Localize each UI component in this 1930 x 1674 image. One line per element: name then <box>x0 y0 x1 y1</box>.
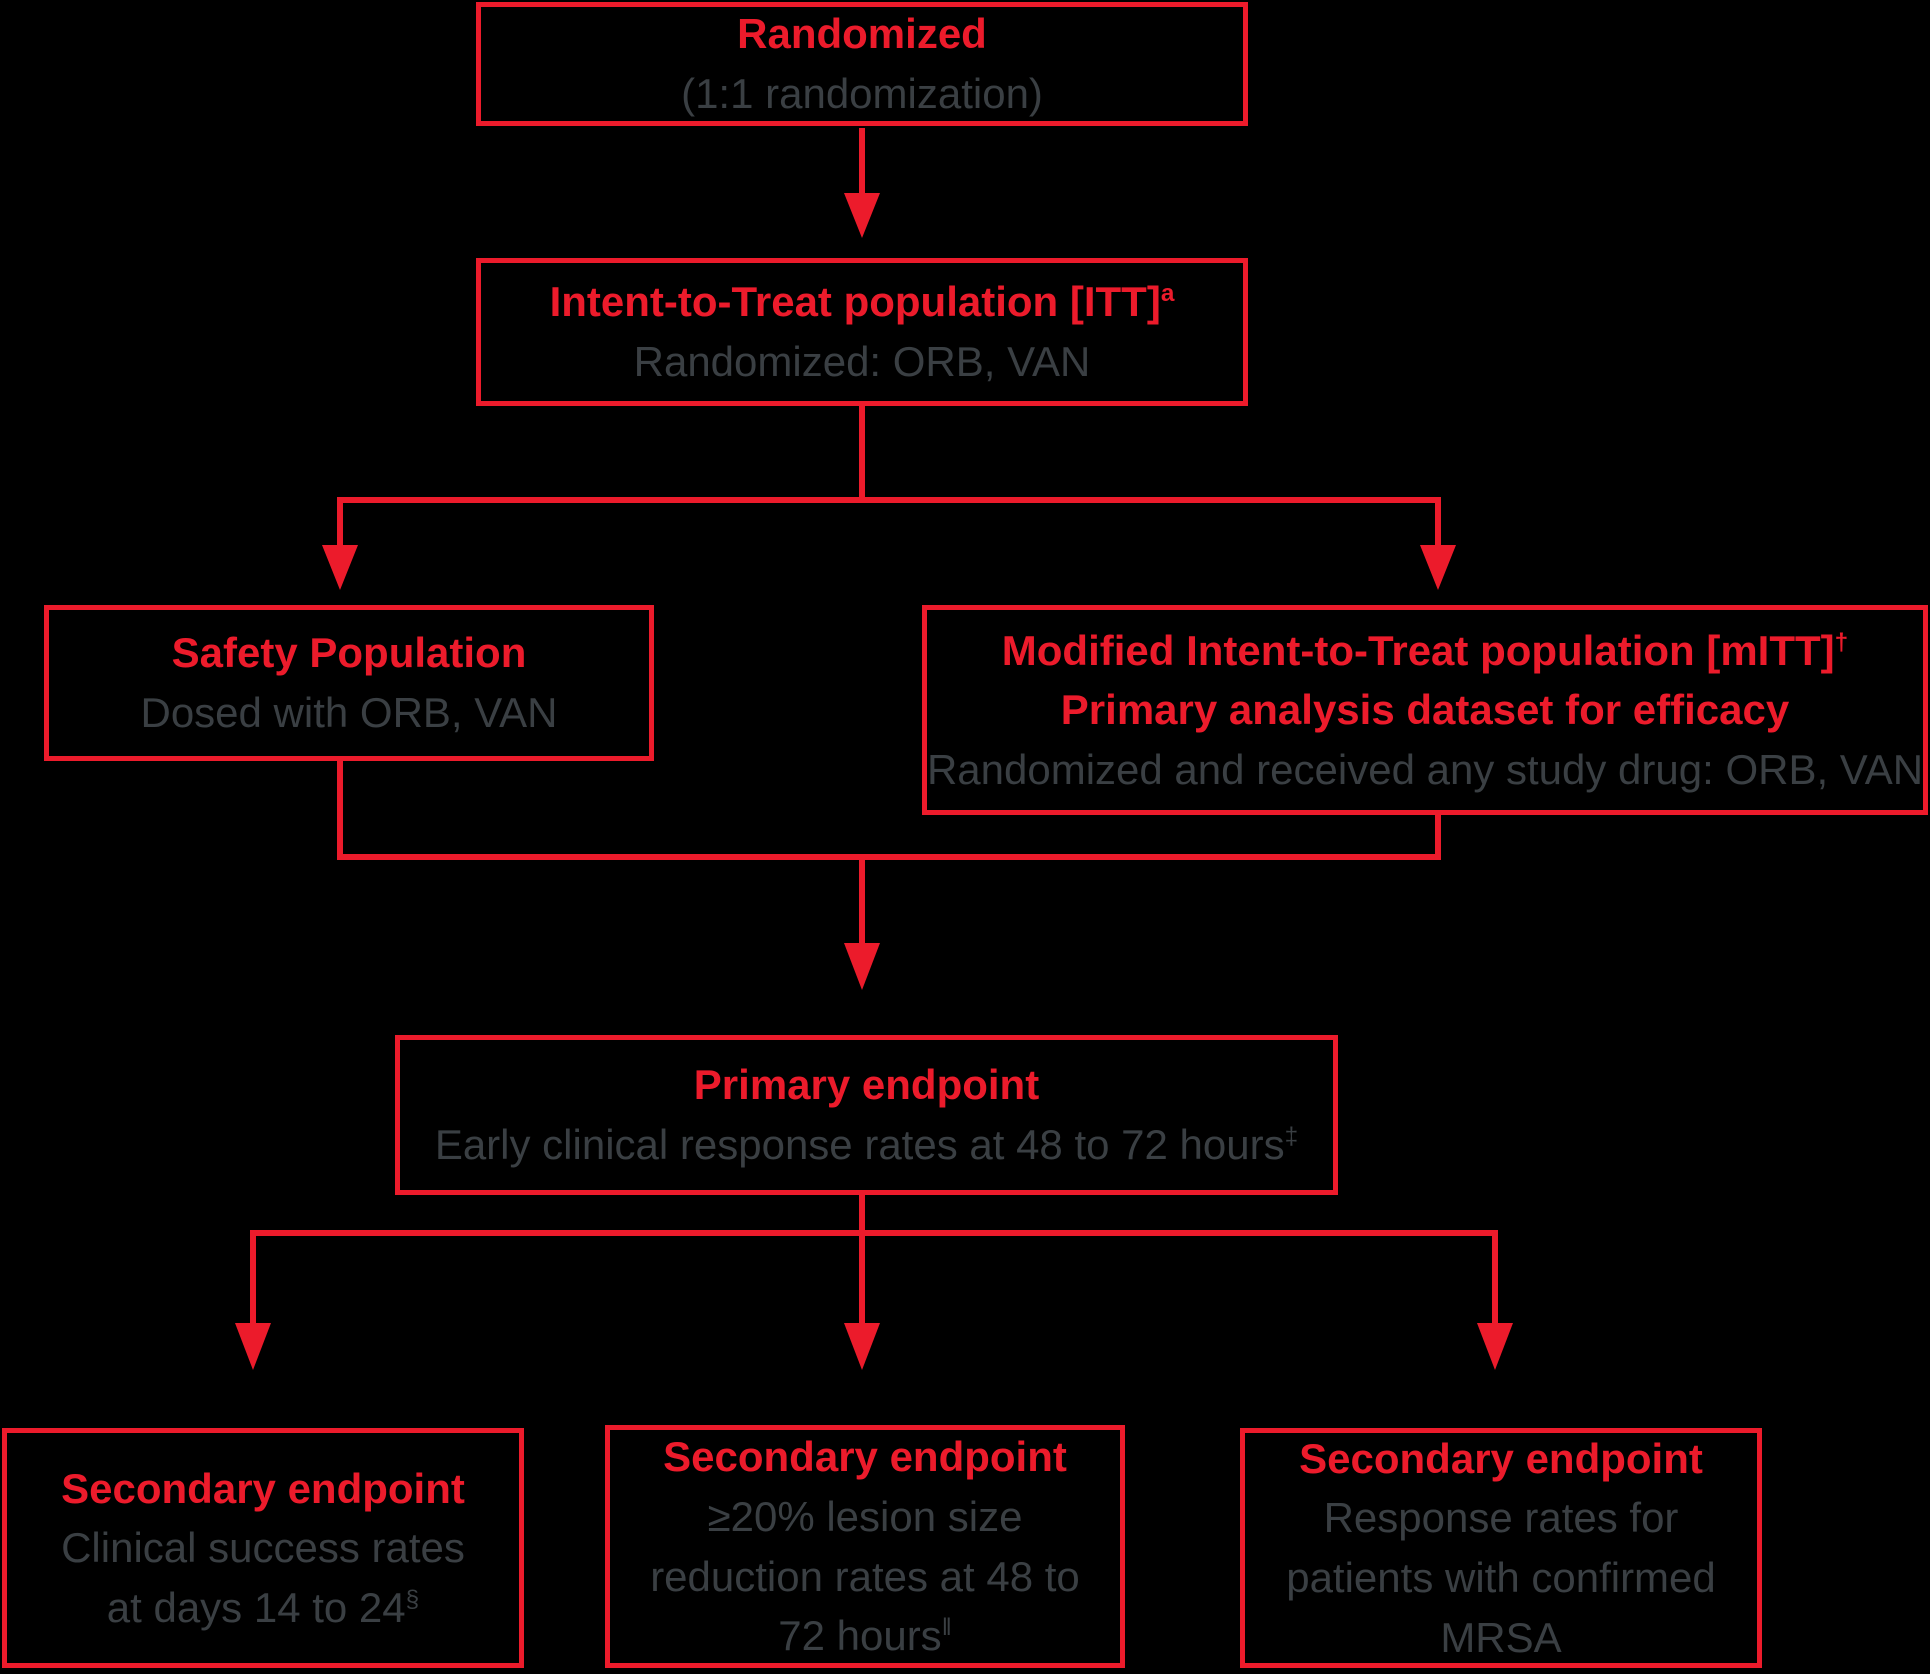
primary-footnote-marker: ‡ <box>1284 1123 1299 1150</box>
arrowhead-to-secondary3 <box>1477 1323 1513 1370</box>
safety-title: Safety Population <box>171 629 527 677</box>
secondary2-line1: ≥20% lesion size <box>707 1492 1023 1540</box>
mitt-population-box: Modified Intent-to-Treat population [mIT… <box>922 605 1928 815</box>
secondary1-title: Secondary endpoint <box>61 1464 465 1512</box>
secondary2-title: Secondary endpoint <box>663 1433 1067 1481</box>
randomized-box: Randomized (1:1 randomization) <box>476 2 1248 126</box>
arrowhead-to-primary <box>844 943 880 990</box>
mitt-title: Modified Intent-to-Treat population [mIT… <box>1002 621 1848 681</box>
primary-subtitle: Early clinical response rates at 48 to 7… <box>435 1115 1298 1175</box>
secondary3-line1: Response rates for <box>1323 1494 1679 1542</box>
itt-population-box: Intent-to-Treat population [ITT]a Random… <box>476 258 1248 406</box>
primary-title: Primary endpoint <box>693 1061 1040 1109</box>
itt-title: Intent-to-Treat population [ITT]a <box>550 272 1175 332</box>
primary-endpoint-box: Primary endpoint Early clinical response… <box>395 1035 1338 1195</box>
secondary2-line3-text: 72 hours <box>778 1612 942 1660</box>
itt-title-footnote-marker: a <box>1160 280 1175 308</box>
arrowhead-to-mitt <box>1420 545 1456 590</box>
mitt-title-text: Modified Intent-to-Treat population [mIT… <box>1001 626 1835 674</box>
randomized-subtitle: (1:1 randomization) <box>681 70 1043 117</box>
arrowhead-to-itt <box>844 193 880 238</box>
secondary1-line2-text: at days 14 to 24 <box>106 1583 406 1631</box>
arrowhead-to-safety <box>322 545 358 590</box>
itt-subtitle: Randomized: ORB, VAN <box>633 338 1091 385</box>
secondary2-footnote-marker: ‖ <box>941 1614 952 1642</box>
safety-population-box: Safety Population Dosed with ORB, VAN <box>44 605 654 761</box>
secondary3-line3: MRSA <box>1440 1613 1562 1661</box>
mitt-title-line2: Primary analysis dataset for efficacy <box>1060 686 1790 734</box>
arrowhead-to-secondary2 <box>844 1323 880 1370</box>
secondary3-line2: patients with confirmed <box>1286 1554 1716 1601</box>
secondary3-title: Secondary endpoint <box>1299 1434 1703 1482</box>
secondary-endpoint-box-mrsa-response: Secondary endpoint Response rates for pa… <box>1240 1428 1762 1668</box>
secondary2-line2: reduction rates at 48 to <box>650 1552 1080 1600</box>
secondary-endpoint-box-lesion-reduction: Secondary endpoint ≥20% lesion size redu… <box>605 1425 1125 1668</box>
secondary1-line1: Clinical success rates <box>61 1524 465 1572</box>
secondary-endpoint-box-clinical-success: Secondary endpoint Clinical success rate… <box>2 1428 524 1668</box>
secondary1-footnote-marker: § <box>405 1585 420 1613</box>
mitt-title-footnote-marker: † <box>1834 628 1849 656</box>
itt-title-text: Intent-to-Treat population [ITT] <box>549 278 1161 326</box>
secondary2-line3: 72 hours‖ <box>778 1606 952 1666</box>
randomized-title: Randomized <box>737 10 987 58</box>
mitt-subtitle: Randomized and received any study drug: … <box>926 745 1924 793</box>
primary-subtitle-text: Early clinical response rates at 48 to 7… <box>434 1121 1285 1168</box>
arrowhead-to-secondary1 <box>235 1323 271 1370</box>
secondary1-line2: at days 14 to 24§ <box>107 1578 419 1638</box>
safety-subtitle: Dosed with ORB, VAN <box>140 689 558 736</box>
